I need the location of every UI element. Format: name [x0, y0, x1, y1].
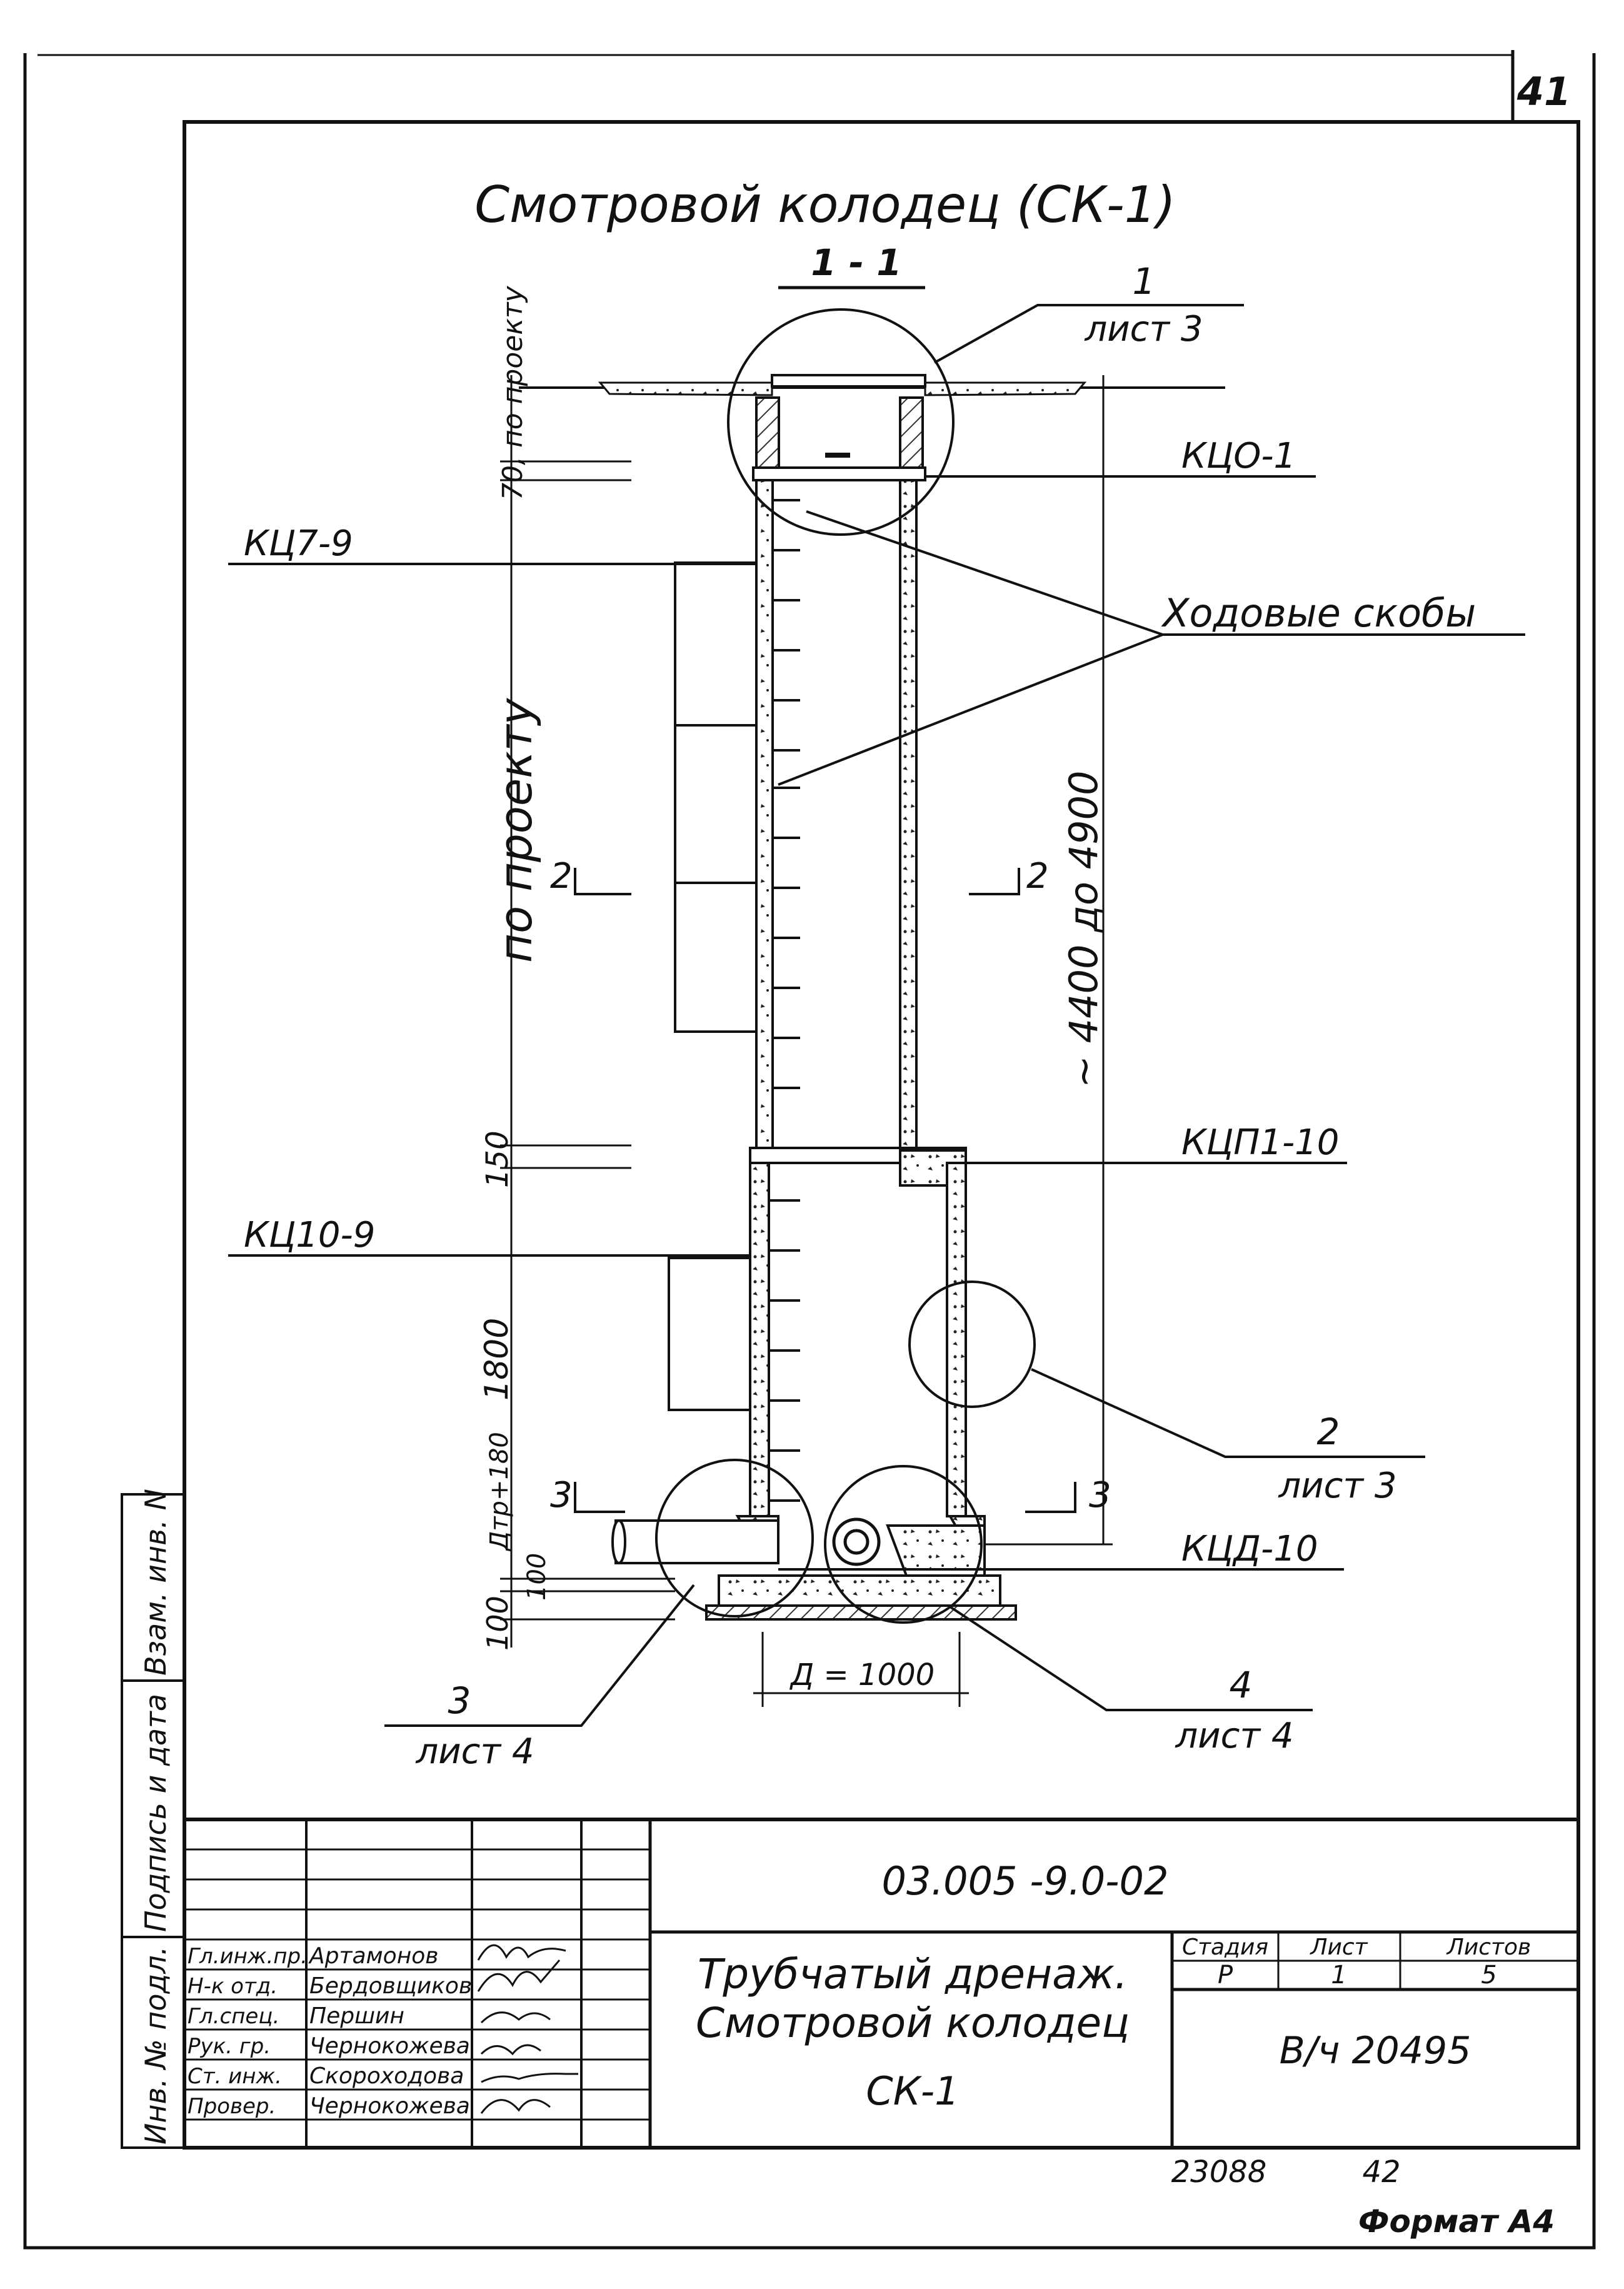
callout-2-number: 2 — [1317, 1411, 1340, 1453]
stage-header: Стадия — [1182, 1934, 1268, 1960]
dim-total: ~ 4400 до 4900 — [1061, 771, 1106, 1088]
dim-100b: 100 — [481, 1596, 514, 1651]
dim-shaft: по проекту — [489, 697, 542, 963]
section-label: 1 - 1 — [811, 241, 901, 284]
bottom-kcd — [705, 1515, 1017, 1621]
staff-name-5: Скороходова — [309, 2063, 464, 2089]
dim-diameter: Д = 1000 — [789, 1658, 935, 1693]
detail-circles — [655, 308, 1036, 1624]
section-mark-3-right: 3 — [1089, 1475, 1111, 1516]
signatures — [477, 1944, 578, 2114]
section-mark-2-right: 2 — [1026, 856, 1049, 897]
label-kcd: КЦД-10 — [1181, 1529, 1318, 1569]
inlet-pipe — [611, 1519, 779, 1564]
staff-role-2: Н-к отд. — [188, 1974, 278, 1999]
dim-top: 70, по проекту — [497, 285, 529, 500]
document-code: 03.005 -9.0-02 — [882, 1858, 1169, 1904]
section-mark-3-left: 3 — [550, 1475, 573, 1516]
drawing-title: Смотровой колодец (СК-1) — [474, 176, 1176, 234]
callout-1-ref: лист 3 — [1084, 309, 1203, 350]
document-name-1: Трубчатый дренаж. — [698, 1950, 1128, 1998]
outlet-pipe — [832, 1517, 881, 1566]
staff-name-3: Першин — [309, 2003, 404, 2029]
staff-role-5: Ст. инж. — [188, 2064, 282, 2089]
manhole-cover — [755, 374, 926, 474]
stamp-inv: Инв. № подл. — [139, 1946, 173, 2145]
sheets-header: Листов — [1446, 1934, 1531, 1960]
ladder-steps — [769, 499, 800, 1502]
callout-2-ref: лист 3 — [1278, 1466, 1396, 1506]
stage-value: Р — [1218, 1961, 1233, 1990]
organization: В/ч 20495 — [1280, 2029, 1471, 2073]
shaft-upper — [755, 479, 918, 1149]
label-kcp: КЦП1-10 — [1181, 1122, 1339, 1163]
support-ring — [752, 466, 926, 481]
document-name-3: СК-1 — [866, 2068, 959, 2114]
sheet-header: Лист — [1309, 1934, 1368, 1960]
dimension-lines — [500, 375, 1113, 1707]
ring-brackets — [668, 561, 756, 1411]
title-block — [184, 1818, 1578, 2148]
document-name-2: Смотровой колодец — [696, 1999, 1130, 2047]
staff-name-2: Бердовщиков — [309, 1973, 472, 1999]
callout-3-ref: лист 4 — [415, 1731, 534, 1772]
staff-role-3: Гл.спец. — [188, 2004, 279, 2029]
format-label: Формат А4 — [1358, 2203, 1555, 2240]
staff-role-6: Провер. — [188, 2094, 276, 2119]
staff-role-1: Гл.инж.пр. — [188, 1944, 308, 1969]
stamp-vzam: Взам. инв. N — [139, 1489, 173, 1676]
dim-150: 150 — [480, 1130, 515, 1188]
label-kc10: КЦ10-9 — [244, 1215, 375, 1255]
callout-4-ref: лист 4 — [1175, 1716, 1293, 1756]
staff-role-4: Рук. гр. — [188, 2034, 271, 2059]
sheet-value: 1 — [1331, 1961, 1346, 1990]
section-mark-2-left: 2 — [550, 856, 573, 897]
footer-number-2: 42 — [1362, 2155, 1400, 2190]
dim-100a: 100 — [523, 1553, 551, 1601]
label-kco: КЦО-1 — [1181, 436, 1296, 476]
page-number: 41 — [1516, 69, 1571, 114]
staff-name-6: Чернокожева — [309, 2093, 470, 2119]
dim-1800: 1800 — [478, 1318, 516, 1401]
sheets-value: 5 — [1481, 1961, 1496, 1990]
shaft-lower — [749, 1162, 967, 1517]
dim-dtr: Дтр+180 — [485, 1432, 514, 1552]
drawing-frame — [23, 50, 1596, 2250]
section-cut-marks — [574, 868, 1076, 1513]
callout-3-number: 3 — [448, 1679, 471, 1722]
staff-name-4: Чернокожева — [309, 2033, 470, 2059]
staff-name-1: Артамонов — [308, 1943, 438, 1969]
label-steps: Ходовые скобы — [1161, 590, 1476, 636]
slab-kcp — [749, 1147, 967, 1187]
stamp-sign: Подпись и дата — [139, 1694, 173, 1932]
label-kc7: КЦ7-9 — [244, 523, 353, 564]
footer-number-1: 23088 — [1171, 2155, 1267, 2190]
leader-lines — [228, 304, 1525, 1727]
callout-4-number: 4 — [1230, 1664, 1253, 1706]
callout-1-number: 1 — [1133, 260, 1156, 303]
